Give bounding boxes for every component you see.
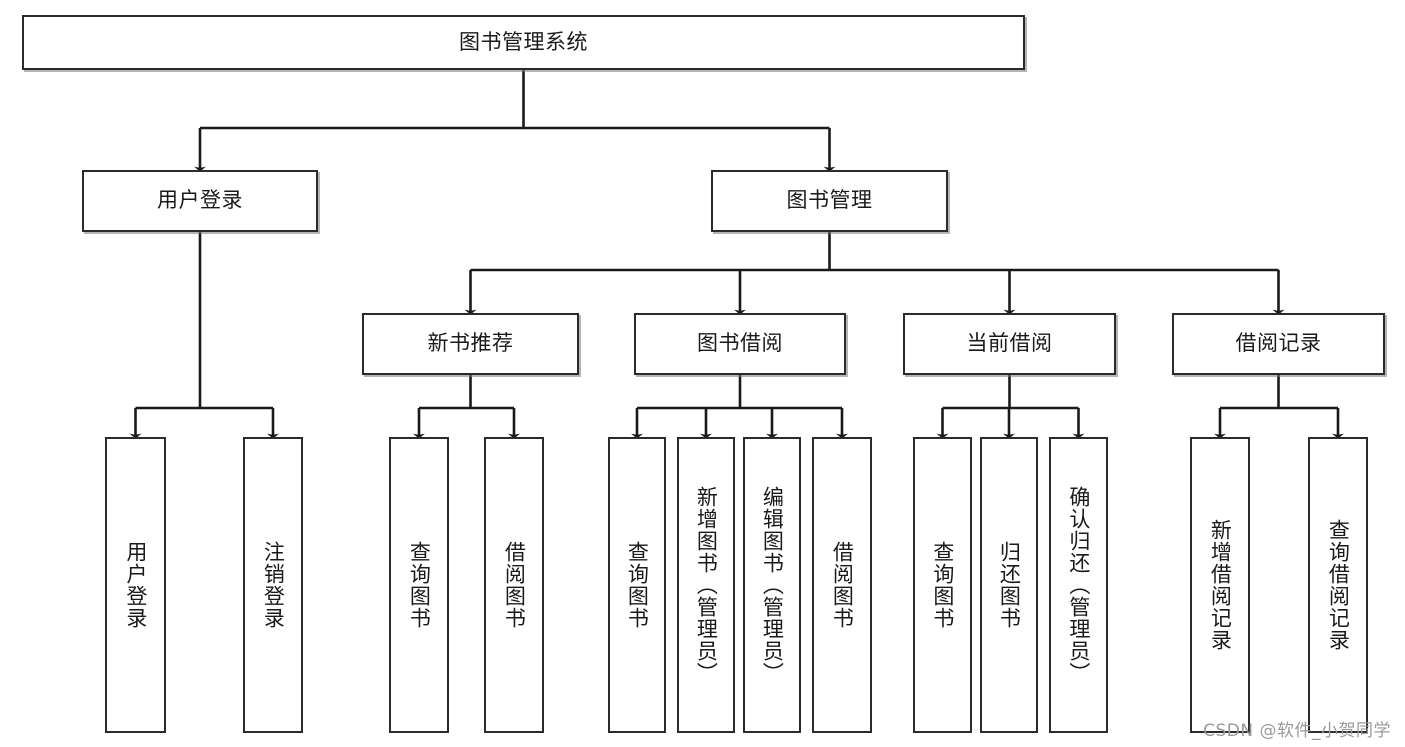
node-label: 用户登录 <box>123 541 148 629</box>
node-label: 图书管理系统 <box>459 29 588 54</box>
node-leaf_3: 查询图书 <box>389 437 449 733</box>
node-label: 借阅图书 <box>502 541 527 629</box>
node-l3_d: 借阅记录 <box>1172 313 1385 375</box>
node-label: 用户登录 <box>157 188 243 213</box>
node-l2_b: 图书管理 <box>711 170 948 232</box>
node-l2_a: 用户登录 <box>82 170 318 232</box>
node-label: 查询图书 <box>407 541 432 629</box>
node-label: 借阅图书 <box>830 541 855 629</box>
node-leaf_11: 确认归还（管理员） <box>1049 437 1108 733</box>
node-root: 图书管理系统 <box>22 15 1025 70</box>
node-l3_b: 图书借阅 <box>634 313 846 375</box>
node-l3_a: 新书推荐 <box>362 313 579 375</box>
node-label: 归还图书 <box>997 541 1022 629</box>
node-label: 当前借阅 <box>966 331 1053 356</box>
node-label: 图书借阅 <box>697 331 783 356</box>
node-leaf_4: 借阅图书 <box>484 437 544 733</box>
node-label: 查询借阅记录 <box>1326 519 1351 651</box>
node-leaf_1: 用户登录 <box>105 437 166 733</box>
node-label: 查询图书 <box>930 541 955 629</box>
node-leaf_6: 新增图书（管理员） <box>677 437 735 733</box>
node-label: 确认归还（管理员） <box>1066 486 1091 684</box>
node-label: 新增图书（管理员） <box>694 486 719 684</box>
node-leaf_13: 查询借阅记录 <box>1308 437 1368 733</box>
node-leaf_8: 借阅图书 <box>812 437 872 733</box>
node-leaf_10: 归还图书 <box>980 437 1038 733</box>
edge-group <box>129 70 1344 439</box>
node-label: 借阅记录 <box>1235 331 1322 356</box>
node-label: 新增借阅记录 <box>1208 519 1233 651</box>
node-label: 编辑图书（管理员） <box>760 486 785 684</box>
node-leaf_9: 查询图书 <box>913 437 972 733</box>
node-leaf_12: 新增借阅记录 <box>1190 437 1250 733</box>
node-l3_c: 当前借阅 <box>903 313 1116 375</box>
node-label: 查询图书 <box>625 541 650 629</box>
node-label: 注销登录 <box>261 541 286 629</box>
node-leaf_5: 查询图书 <box>608 437 666 733</box>
node-label: 图书管理 <box>786 188 873 213</box>
node-leaf_2: 注销登录 <box>243 437 303 733</box>
node-label: 新书推荐 <box>427 331 514 356</box>
watermark-text: CSDN @软件_小贺同学 <box>1203 721 1391 741</box>
node-leaf_7: 编辑图书（管理员） <box>743 437 801 733</box>
